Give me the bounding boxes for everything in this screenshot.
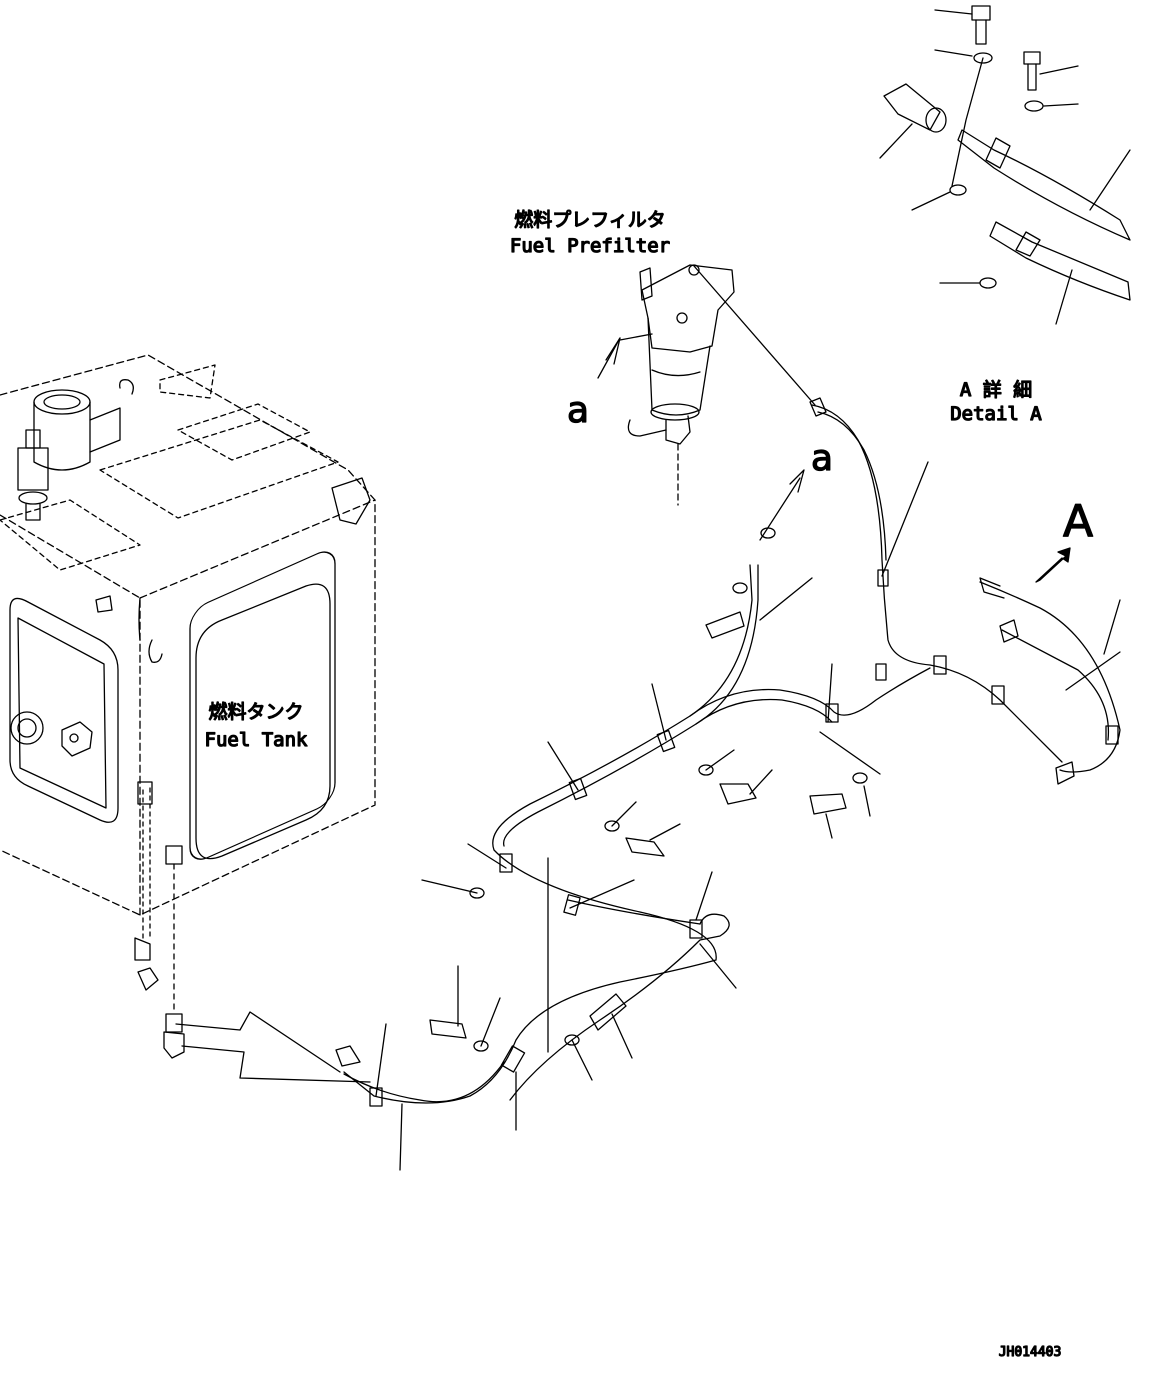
detail-label-jp: A 詳 細 xyxy=(960,379,1032,401)
detail-a xyxy=(879,5,1131,583)
bolts-and-washers xyxy=(375,461,1121,1171)
tank-label-en: Fuel Tank xyxy=(205,729,309,751)
fuel-tank xyxy=(0,354,376,1083)
tank-label-jp: 燃料タンク xyxy=(208,701,303,723)
ref-label-a-right: a xyxy=(811,438,833,479)
ref-label-a-left: a xyxy=(567,390,589,431)
drawing-number: JH014403 xyxy=(999,1345,1062,1360)
detail-label-en: Detail A xyxy=(950,403,1042,425)
fuel-hoses xyxy=(335,397,1121,1107)
fuel-prefilter xyxy=(597,264,816,506)
view-arrow-label: A xyxy=(1063,496,1093,547)
prefilter-label-en: Fuel Prefilter xyxy=(510,235,670,257)
prefilter-label-jp: 燃料プレフィルタ xyxy=(514,209,666,231)
